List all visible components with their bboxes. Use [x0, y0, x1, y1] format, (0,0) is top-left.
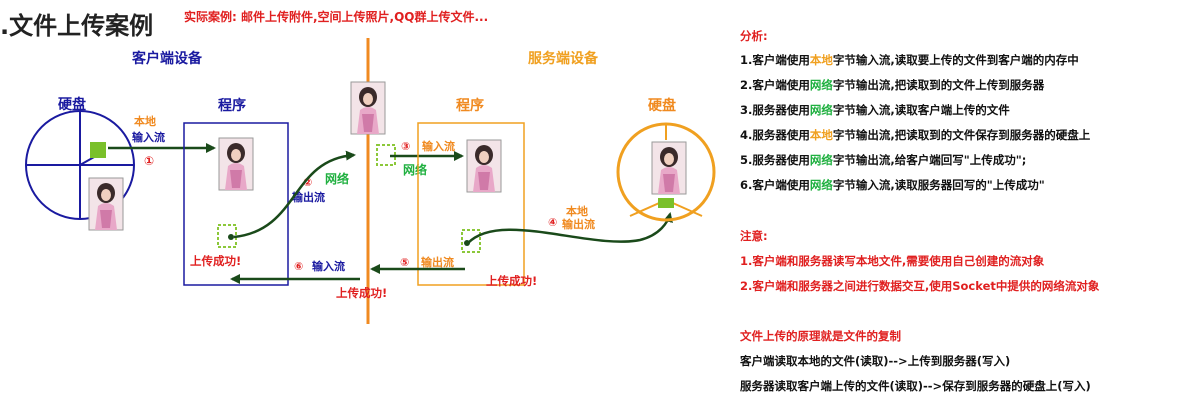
local-label-1: 本地 [134, 114, 156, 128]
client-disk-icon [25, 110, 135, 220]
success-server: 上传成功! [486, 274, 537, 288]
server-program-photo [466, 139, 502, 193]
input-stream-label-3: 输入流 [422, 139, 455, 153]
analysis-line-2: 2.客户端使用网络字节输出流,把读取到的文件上传到服务器 [740, 78, 1045, 92]
server-program-box [417, 122, 525, 286]
client-disk-file [90, 142, 106, 158]
page-subtitle: 实际案例: 邮件上传附件,空间上传照片,QQ群上传文件... [184, 10, 489, 24]
client-device-label: 客户端设备 [131, 50, 203, 67]
client-disk-label: 硬盘 [58, 96, 86, 113]
success-middle: 上传成功! [336, 286, 387, 300]
notice-line-1: 1.客户端和服务器读写本地文件,需要使用自己创建的流对象 [740, 254, 1045, 268]
output-stream-label-4: 输出流 [562, 217, 595, 231]
client-program-label: 程序 [218, 97, 246, 114]
step-4: ④ [548, 216, 557, 229]
server-disk-file [658, 198, 674, 208]
transfer-photo [350, 81, 386, 135]
analysis-line-1: 1.客户端使用本地字节输入流,读取要上传的文件到客户端的内存中 [740, 53, 1079, 67]
step-6: ⑥ [294, 260, 303, 273]
page-title: .文件上传案例 [0, 12, 154, 40]
upload-diagram: 客户端设备 服务端设备 硬盘 本地 输入流 ① 程序 ② 输出流 网络 ③ 输入… [25, 38, 716, 324]
step-2: ② [303, 176, 312, 189]
local-label-4: 本地 [566, 204, 588, 218]
analysis-line-5: 5.服务器使用网络字节输出流,给客户端回写"上传成功"; [740, 153, 1027, 167]
server-device-label: 服务端设备 [528, 50, 599, 67]
success-client: 上传成功! [190, 254, 241, 268]
principle-line-1: 客户端读取本地的文件(读取)-->上传到服务器(写入) [740, 354, 1011, 368]
principle-line-2: 服务器读取客户端上传的文件(读取)-->保存到服务器的硬盘上(写入) [740, 379, 1091, 393]
arrow-4 [467, 212, 673, 244]
step-1: ① [144, 154, 154, 168]
step-3: ③ [401, 140, 410, 153]
analysis-line-4: 4.服务器使用本地字节输出流,把读取到的文件保存到服务器的硬盘上 [740, 128, 1091, 142]
notice-line-2: 2.客户端和服务器之间进行数据交互,使用Socket中提供的网络流对象 [740, 279, 1100, 293]
input-stream-label-1: 输入流 [132, 130, 165, 144]
analysis-line-6: 6.客户端使用网络字节输入流,读取服务器回写的"上传成功" [740, 178, 1045, 192]
analysis-heading: 分析: [740, 29, 768, 43]
client-disk-photo [88, 177, 124, 231]
notice-heading: 注意: [740, 229, 768, 243]
input-stream-label-6: 输入流 [312, 259, 345, 273]
analysis-line-3: 3.服务器使用网络字节输入流,读取客户端上传的文件 [740, 103, 1010, 117]
principle-heading: 文件上传的原理就是文件的复制 [740, 329, 901, 343]
network-label-2: 网络 [325, 171, 349, 186]
output-stream-label-2: 输出流 [292, 190, 325, 204]
client-program-photo [218, 137, 254, 191]
network-label-3: 网络 [403, 162, 427, 177]
server-program-label: 程序 [456, 97, 484, 114]
server-disk-label: 硬盘 [648, 97, 676, 114]
step-5: ⑤ [400, 256, 409, 269]
output-stream-label-5: 输出流 [421, 255, 454, 269]
server-disk-photo [651, 141, 687, 195]
arrow-2 [233, 150, 356, 239]
